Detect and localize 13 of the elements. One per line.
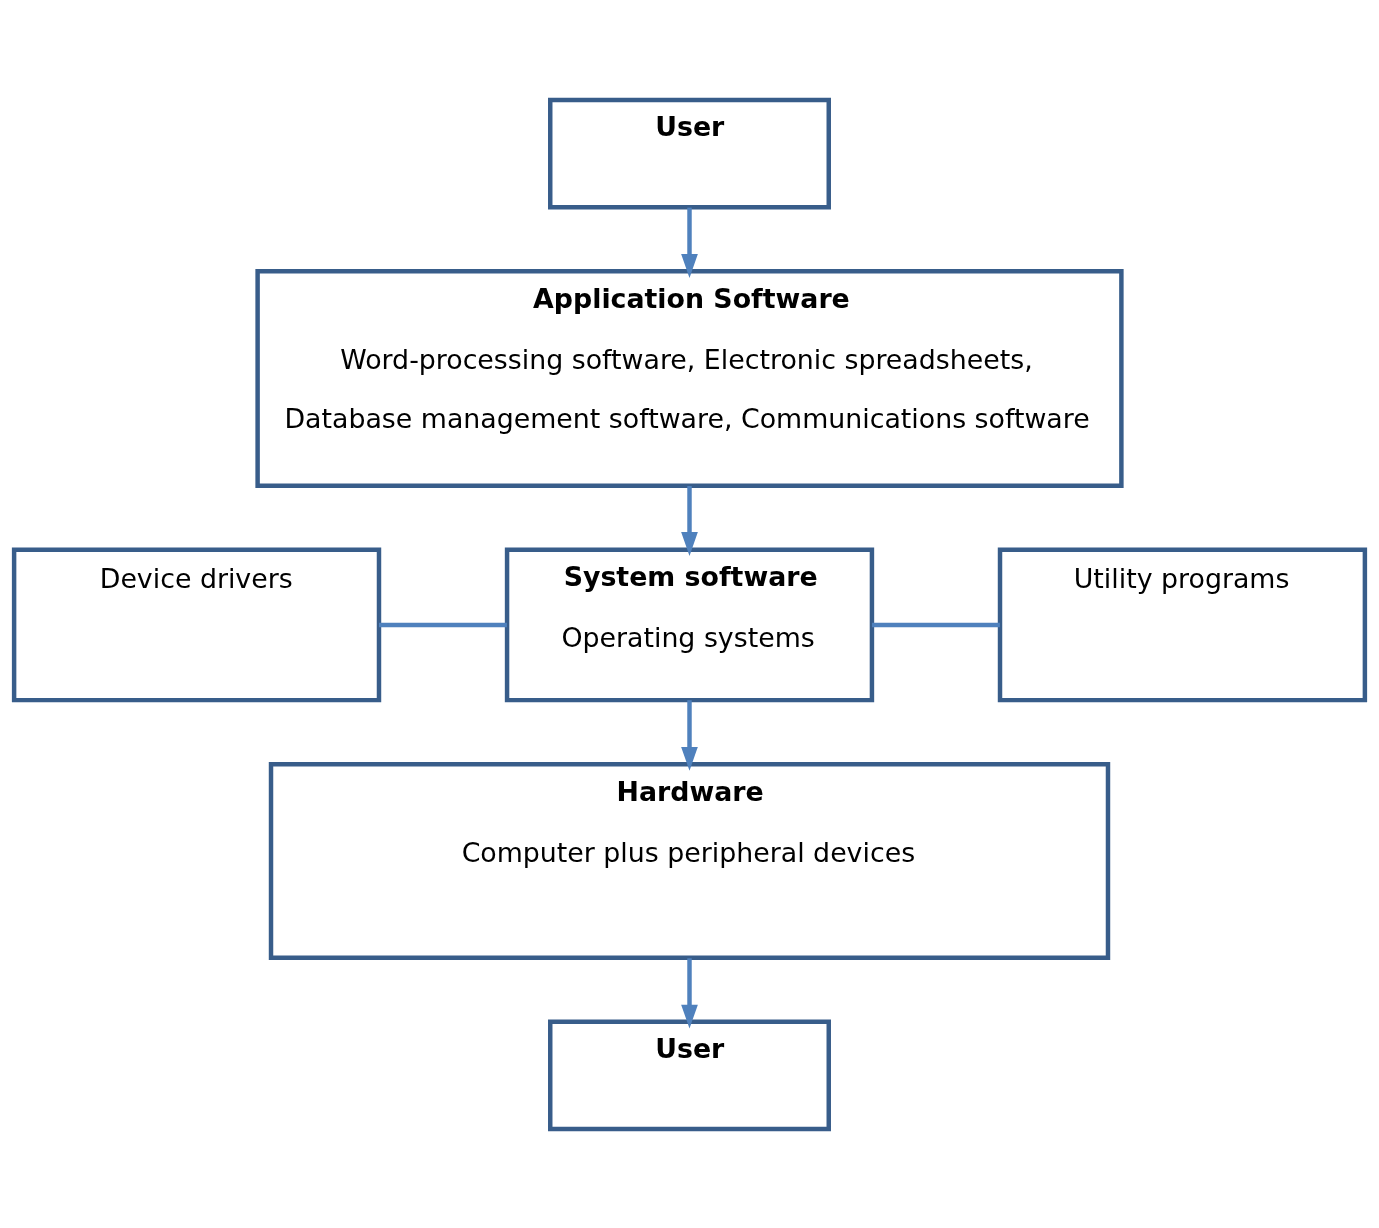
connector [379,622,507,627]
arrow [681,699,698,771]
arrow [681,207,698,278]
node-box: User [548,1019,831,1131]
arrow [681,957,698,1029]
arrow [681,485,698,556]
node-box: User [548,97,831,209]
connector [871,622,1000,627]
node-box: System software Operating systems [504,547,875,702]
node-box: Hardware Computer plus peripheral devices [268,761,1111,960]
node-box: Utility programs [997,547,1368,702]
node-box: Application Software Word-processing software, Electronic spreadsheets, Database management software, Communications software [255,268,1124,488]
node-box: Device drivers [11,547,382,702]
